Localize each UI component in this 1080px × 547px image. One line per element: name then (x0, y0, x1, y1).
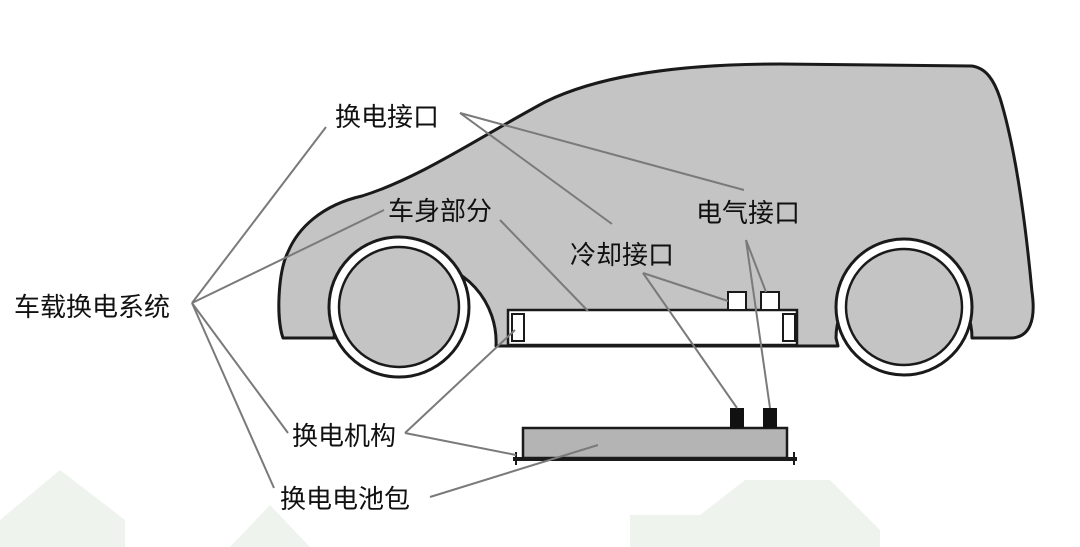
label-cooling-interface: 冷却接口 (570, 241, 674, 271)
battery-electrical-connector (763, 408, 777, 428)
label-swap-interface: 换电接口 (335, 103, 439, 133)
swap-battery-pack (513, 426, 797, 465)
vehicle-electrical-connector (760, 291, 780, 311)
rear-wheel (327, 235, 471, 379)
swap-mechanism-frame (506, 308, 799, 347)
label-swap-mechanism: 换电机构 (292, 422, 396, 452)
front-wheel (834, 237, 974, 377)
label-body-part: 车身部分 (388, 197, 492, 227)
watermark (0, 470, 880, 547)
vehicle-cooling-connector (727, 291, 747, 311)
leader-lines (191, 112, 771, 498)
battery-cooling-connector (730, 408, 744, 428)
label-swap-battery-pack: 换电电池包 (280, 485, 410, 515)
label-system: 车载换电系统 (14, 293, 170, 323)
label-electrical-interface: 电气接口 (696, 199, 800, 229)
